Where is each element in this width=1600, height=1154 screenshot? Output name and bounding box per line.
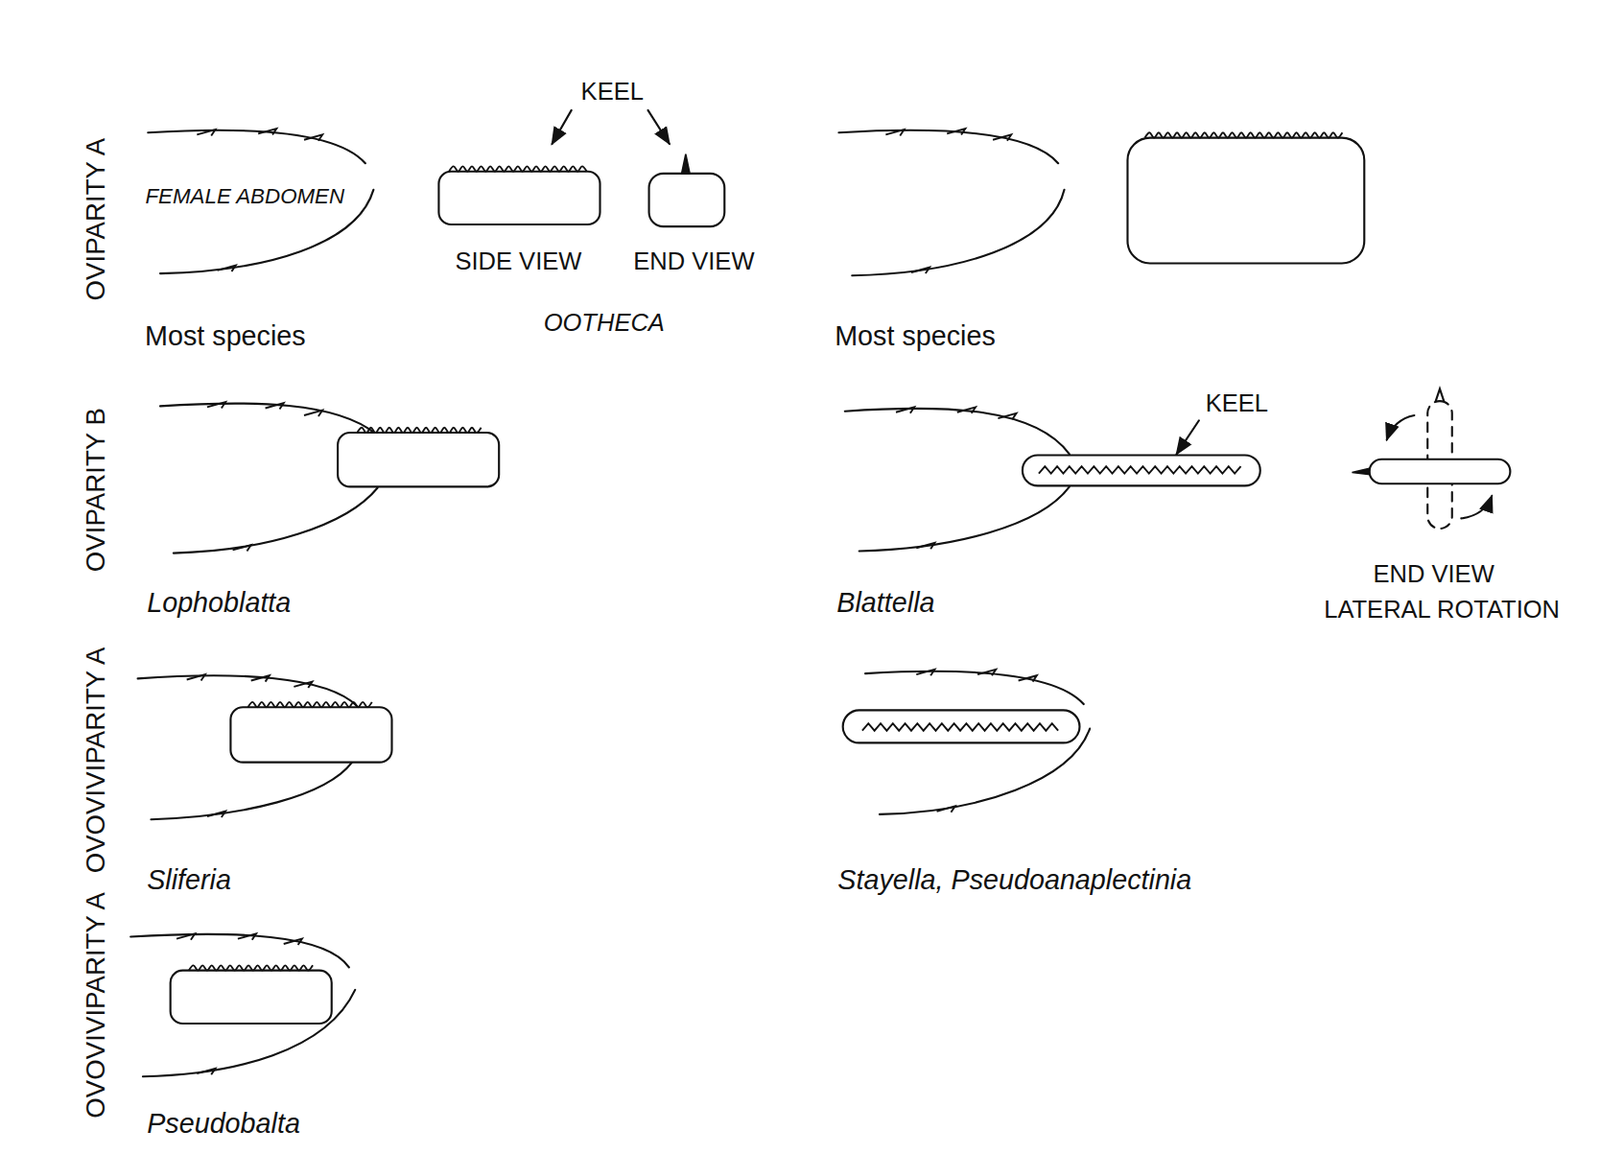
abdomen-spine bbox=[283, 939, 303, 945]
species-label: Most species bbox=[834, 323, 996, 352]
abdomen-outline bbox=[138, 675, 358, 706]
abdomen-spine bbox=[176, 933, 195, 940]
rotation-arrow bbox=[1387, 415, 1415, 441]
abdomen-outline bbox=[865, 671, 1084, 705]
keel-serration bbox=[862, 723, 1059, 730]
abdomen-spine bbox=[237, 933, 257, 940]
abdomen-spine bbox=[911, 267, 930, 274]
abdomen-spine bbox=[916, 542, 935, 549]
ootheca-end bbox=[1369, 459, 1511, 485]
view-label: END VIEW bbox=[1372, 562, 1494, 588]
keel-serration bbox=[448, 165, 588, 171]
abdomen-outline bbox=[160, 403, 376, 435]
abdomen-spine bbox=[997, 413, 1016, 420]
row-label: OVOVIVIPARITY A bbox=[81, 647, 109, 874]
keel-spike bbox=[1352, 468, 1370, 474]
abdomen-spine bbox=[916, 669, 935, 676]
row-label: OVIPARITY A bbox=[81, 138, 109, 302]
view-label: LATERAL ROTATION bbox=[1323, 596, 1560, 622]
abdomen-spine bbox=[207, 811, 226, 818]
abdomen-spine bbox=[258, 128, 277, 135]
keel-serration bbox=[188, 964, 313, 970]
abdomen-spine bbox=[977, 669, 996, 676]
abdomen-spine bbox=[937, 805, 956, 812]
abdomen-spine bbox=[992, 134, 1012, 141]
row-label: OVOVIVIPARITY A bbox=[81, 892, 109, 1119]
genus-label: Pseudobalta bbox=[146, 1110, 301, 1139]
abdomen-spine bbox=[196, 129, 215, 136]
abdomen-spine bbox=[895, 406, 915, 413]
abdomen-outline bbox=[851, 189, 1064, 276]
leader-arrow bbox=[552, 110, 572, 144]
genus-label: Stayella, Pseudoanaplectinia bbox=[837, 867, 1192, 895]
abdomen-spine bbox=[304, 134, 323, 141]
view-label: SIDE VIEW bbox=[454, 249, 582, 275]
part-label: FEMALE ABDOMEN bbox=[144, 185, 345, 207]
keel-serration bbox=[1038, 466, 1242, 473]
abdomen-outline bbox=[845, 408, 1070, 455]
abdomen-spine bbox=[265, 402, 284, 409]
ootheca bbox=[170, 970, 332, 1024]
abdomen-spine bbox=[187, 674, 206, 681]
view-label: END VIEW bbox=[633, 249, 754, 275]
keel-serration bbox=[1145, 132, 1343, 138]
callout-label: KEEL bbox=[581, 79, 644, 105]
abdomen-spine bbox=[1018, 675, 1037, 682]
abdomen-spine bbox=[304, 410, 323, 417]
abdomen-spine bbox=[885, 129, 904, 136]
genus-label: Sliferia bbox=[146, 867, 232, 895]
genus-label: Lophoblatta bbox=[146, 588, 291, 617]
genus-label: Blattella bbox=[836, 588, 935, 617]
abdomen-spine bbox=[207, 401, 226, 408]
abdomen-spine bbox=[946, 128, 965, 135]
ootheca-end bbox=[649, 173, 726, 227]
part-label: OOTHECA bbox=[543, 309, 665, 335]
ootheca-rotated bbox=[843, 709, 1081, 743]
leader-arrow bbox=[648, 110, 670, 144]
ootheca bbox=[230, 706, 392, 762]
rotation-arrow bbox=[1460, 495, 1492, 518]
keel-serration bbox=[247, 702, 372, 707]
ootheca bbox=[337, 432, 499, 487]
abdomen-outline bbox=[173, 487, 378, 553]
ootheca-side bbox=[438, 171, 600, 225]
callout-label: KEEL bbox=[1205, 390, 1269, 416]
abdomen-spine bbox=[293, 682, 312, 688]
abdomen-outline bbox=[147, 130, 366, 164]
keel-serration bbox=[356, 427, 481, 433]
abdomen-outline bbox=[150, 762, 353, 821]
keel-spike bbox=[1435, 388, 1445, 401]
abdomen-spine bbox=[196, 1068, 215, 1075]
abdomen-spine bbox=[233, 544, 252, 551]
abdomen-outline bbox=[859, 486, 1070, 551]
abdomen-spine bbox=[217, 265, 236, 272]
leader-arrow bbox=[1176, 420, 1200, 454]
ootheca-large bbox=[1127, 138, 1365, 264]
keel-spike bbox=[682, 154, 691, 174]
row-label: OVIPARITY B bbox=[81, 407, 109, 572]
abdomen-outline bbox=[838, 130, 1059, 164]
abdomen-spine bbox=[251, 675, 270, 682]
ootheca-rotated bbox=[1022, 454, 1261, 486]
abdomen-outline bbox=[130, 934, 350, 968]
abdomen-spine bbox=[957, 406, 976, 413]
species-label: Most species bbox=[144, 323, 306, 352]
